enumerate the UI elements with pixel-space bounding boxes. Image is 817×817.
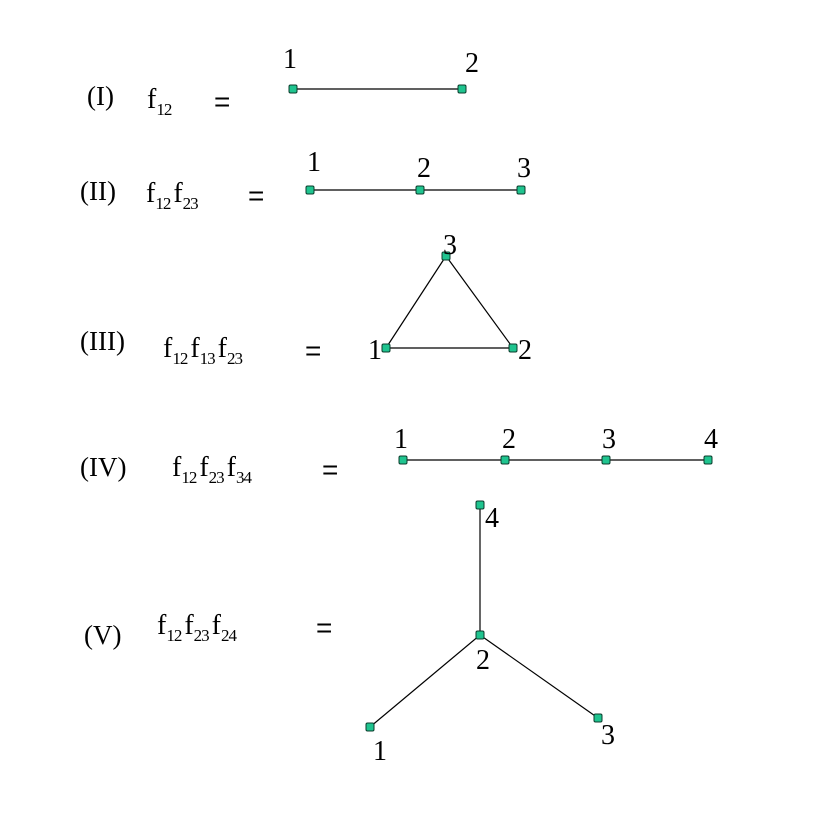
graph-node [601, 455, 611, 465]
graph-node [500, 455, 510, 465]
node-label: 4 [485, 503, 499, 534]
node-label: 1 [373, 736, 387, 767]
equals-sign-iii: = [305, 335, 322, 366]
factor: f23 [173, 178, 198, 213]
node-label: 1 [394, 424, 408, 455]
graph-2: 1 2 3 [305, 147, 531, 195]
graph-node [365, 722, 375, 732]
factor: f12 [157, 610, 182, 645]
factor: f23 [184, 610, 209, 645]
row-label-iv: (IV) [80, 452, 127, 482]
factor: f13 [190, 333, 215, 368]
factor: f12 [147, 84, 172, 119]
node-label: 2 [417, 153, 431, 184]
node-label: 2 [465, 48, 479, 79]
node-label: 1 [283, 44, 297, 75]
graph-edge [369, 634, 481, 728]
node-label: 3 [517, 153, 531, 184]
graph-node [508, 343, 518, 353]
row-label-ii: (II) [80, 176, 116, 206]
graph-node [475, 500, 485, 510]
node-label: 3 [602, 424, 616, 455]
graph-3: 1 2 3 [368, 230, 532, 366]
graph-edge [445, 255, 514, 349]
graph-node [441, 251, 451, 261]
graph-4: 1 2 3 4 [394, 424, 718, 465]
graph-node [288, 84, 298, 94]
node-label: 3 [601, 720, 615, 751]
equals-sign-i: = [214, 86, 231, 117]
expression-i: f12 [147, 84, 174, 119]
factor: f12 [146, 178, 171, 213]
graph-node [398, 455, 408, 465]
graph-node [381, 343, 391, 353]
graph-node [593, 713, 603, 723]
factor: f23 [217, 333, 243, 368]
graph-5: 1 2 3 4 [365, 500, 615, 767]
row-label-i: (I) [87, 81, 114, 111]
node-label: 2 [518, 335, 532, 366]
factor: f24 [211, 610, 237, 645]
graph-edge [479, 634, 599, 719]
node-label: 1 [307, 147, 321, 178]
equals-sign-ii: = [248, 180, 265, 211]
node-label: 4 [704, 424, 718, 455]
equals-sign-v: = [316, 612, 333, 643]
node-label: 1 [368, 335, 382, 366]
node-label: 2 [476, 645, 490, 676]
row-label-iii: (III) [80, 326, 125, 356]
factor: f34 [226, 452, 252, 487]
row-label-v: (V) [84, 620, 122, 650]
equals-sign-iv: = [322, 454, 339, 485]
node-label: 2 [502, 424, 516, 455]
factor: f12 [163, 333, 188, 368]
factor: f12 [172, 452, 197, 487]
graph-node [457, 84, 467, 94]
graph-node [415, 185, 425, 195]
graph-node [516, 185, 526, 195]
graph-edge [385, 255, 447, 349]
graph-node [703, 455, 713, 465]
graph-node [305, 185, 315, 195]
node-label: 3 [443, 230, 457, 261]
graph-node [475, 630, 485, 640]
factor: f23 [199, 452, 224, 487]
